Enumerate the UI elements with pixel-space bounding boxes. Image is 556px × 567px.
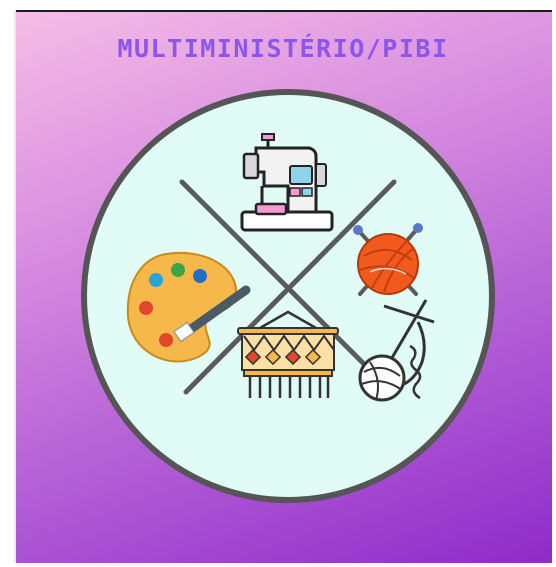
poster: MULTIMINISTÉRIO/PIBI [14, 10, 552, 563]
emblem-circle [78, 86, 498, 506]
crochet-icon [358, 299, 435, 402]
left-border [14, 10, 16, 563]
yarn-ball-icon [353, 223, 423, 296]
palette-icon [126, 251, 251, 363]
top-border [14, 10, 552, 12]
x-divider [179, 179, 397, 395]
sewing-machine-icon [240, 133, 334, 232]
poster-title: MULTIMINISTÉRIO/PIBI [117, 34, 449, 63]
macrame-icon [237, 310, 339, 398]
